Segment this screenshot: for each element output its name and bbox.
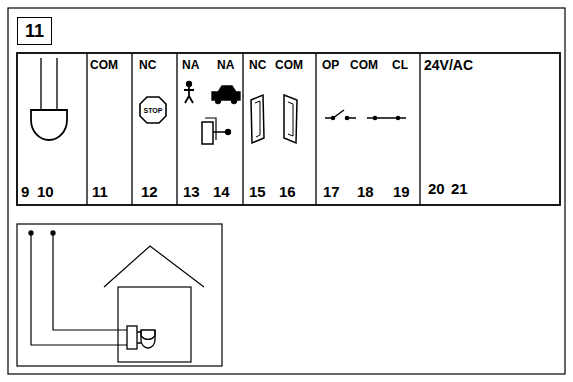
terminal-label: NC bbox=[249, 59, 266, 71]
terminal-label: 24V/AC bbox=[424, 58, 473, 72]
pin-number: 13 bbox=[183, 184, 200, 199]
pin-number: 14 bbox=[213, 184, 230, 199]
stop-sign: STOP bbox=[139, 96, 167, 124]
section-number-box: 11 bbox=[17, 17, 52, 45]
pin-number: 15 bbox=[249, 184, 266, 199]
pin-number: 20 bbox=[428, 181, 445, 196]
pin-number: 18 bbox=[357, 184, 374, 199]
pin-number: 12 bbox=[141, 184, 158, 199]
pin-number: 11 bbox=[92, 184, 108, 199]
pin-number: 9 bbox=[21, 184, 29, 199]
node-text: STOP bbox=[144, 107, 163, 114]
terminal-label: OP bbox=[322, 59, 339, 71]
pin-number: 21 bbox=[451, 181, 468, 196]
terminal-label: NA bbox=[217, 59, 234, 71]
pin-number: 16 bbox=[279, 184, 296, 199]
terminal-label: COM bbox=[350, 59, 378, 71]
node-text: 11 bbox=[25, 22, 44, 40]
pin-number: 17 bbox=[323, 184, 340, 199]
terminal-label: COM bbox=[90, 59, 118, 71]
terminal-label: NA bbox=[182, 59, 199, 71]
terminal-label: CL bbox=[392, 59, 408, 71]
pin-number: 10 bbox=[37, 184, 54, 199]
terminal-label: NC bbox=[139, 59, 156, 71]
terminal-label: COM bbox=[275, 59, 303, 71]
pin-number: 19 bbox=[393, 184, 410, 199]
